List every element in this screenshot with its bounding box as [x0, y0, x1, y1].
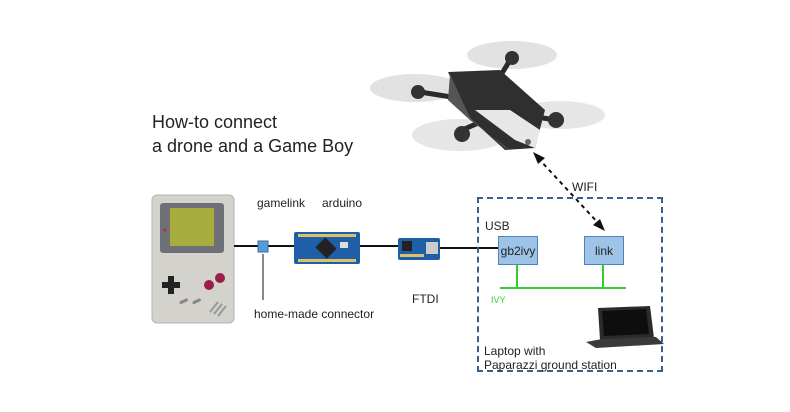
- wifi-link-arrow: [533, 152, 605, 231]
- gb2ivy-label: gb2ivy: [500, 243, 536, 258]
- link-label: link: [594, 243, 613, 258]
- laptop-caption-line-2: Paparazzi ground station: [484, 358, 617, 372]
- arduino-board-image: [294, 232, 360, 264]
- link-box: link: [584, 236, 624, 265]
- laptop-caption-line-1: Laptop with: [484, 344, 546, 358]
- title-line-1: How-to connect: [152, 112, 278, 132]
- gb2ivy-box: gb2ivy: [498, 236, 538, 265]
- drone-image: [370, 41, 605, 151]
- ivy-bus: [500, 264, 626, 289]
- diagram-title: How-to connect a drone and a Game Boy: [152, 110, 353, 158]
- gamelink-label: gamelink: [257, 196, 306, 210]
- laptop-boundary-frame: [477, 197, 663, 372]
- title-line-2: a drone and a Game Boy: [152, 136, 354, 156]
- home-made-connector-label: home-made connector: [254, 307, 375, 321]
- gameboy-image: [151, 194, 235, 324]
- ftdi-board-image: [398, 238, 440, 260]
- wifi-label: WIFI: [572, 180, 598, 194]
- laptop-image: [586, 306, 664, 348]
- home-made-connector-block: [257, 240, 269, 253]
- ftdi-label: FTDI: [412, 292, 439, 306]
- ivy-label: IVY: [491, 295, 506, 305]
- usb-label: USB: [485, 219, 510, 233]
- arduino-label: arduino: [322, 196, 363, 210]
- laptop-caption: Laptop with Paparazzi ground station: [484, 344, 617, 372]
